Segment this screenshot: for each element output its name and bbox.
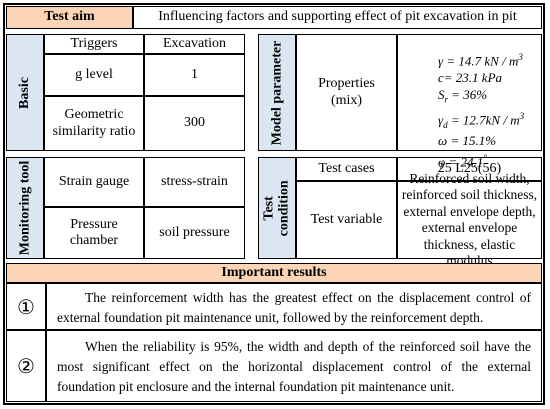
basic-section-label: Basic [6,34,44,151]
result-2-text: When the reliability is 95%, the width a… [46,330,542,402]
test-condition-section-label: Test condition [258,157,296,259]
basic-similarity-value: 300 [144,96,245,151]
basic-triggers-key: Triggers [44,34,144,54]
basic-glevel-key: g level [44,54,144,96]
param-gamma: γ = 14.7 kN / m3 [438,52,523,69]
param-gamma-d: γd = 12.7kN / m3 [438,110,525,130]
model-section-label: Model parameter [258,34,296,151]
param-c: c= 23.1 kPa [438,69,503,85]
summary-table [3,3,545,405]
basic-similarity-key: Geometric similarity ratio [44,96,144,151]
basic-glevel-value: 1 [144,54,245,96]
monitoring-strain-key: Strain gauge [44,157,144,207]
test-aim-label: Test aim [6,6,133,29]
monitoring-pressure-key: Pressure chamber [44,207,144,259]
result-2-marker: ② [6,330,46,402]
monitoring-pressure-value: soil pressure [144,207,245,259]
test-cases-value: 25 L25(56) [397,157,542,181]
param-omega: ω = 15.1% [438,133,497,149]
result-1-marker: ① [6,283,46,330]
result-1-text: The reinforcement width has the greatest… [46,283,542,330]
model-properties-label: Properties (mix) [296,34,397,151]
monitoring-section-label: Monitoring tool [6,157,44,259]
param-sr: Sr = 36% [438,86,488,105]
test-cases-label: Test cases [296,157,397,181]
test-variable-list: Reinforced soil width, reinforced soil t… [397,171,542,268]
basic-triggers-value: Excavation [144,34,245,54]
model-parameter-list: γ = 14.7 kN / m3 c= 23.1 kPa Sr = 36% γd… [397,34,542,169]
monitoring-strain-value: stress-strain [144,157,245,207]
test-variable-label: Test variable [296,181,397,259]
test-aim-text: Influencing factors and supporting effec… [133,6,542,29]
results-title: Important results [6,263,542,283]
